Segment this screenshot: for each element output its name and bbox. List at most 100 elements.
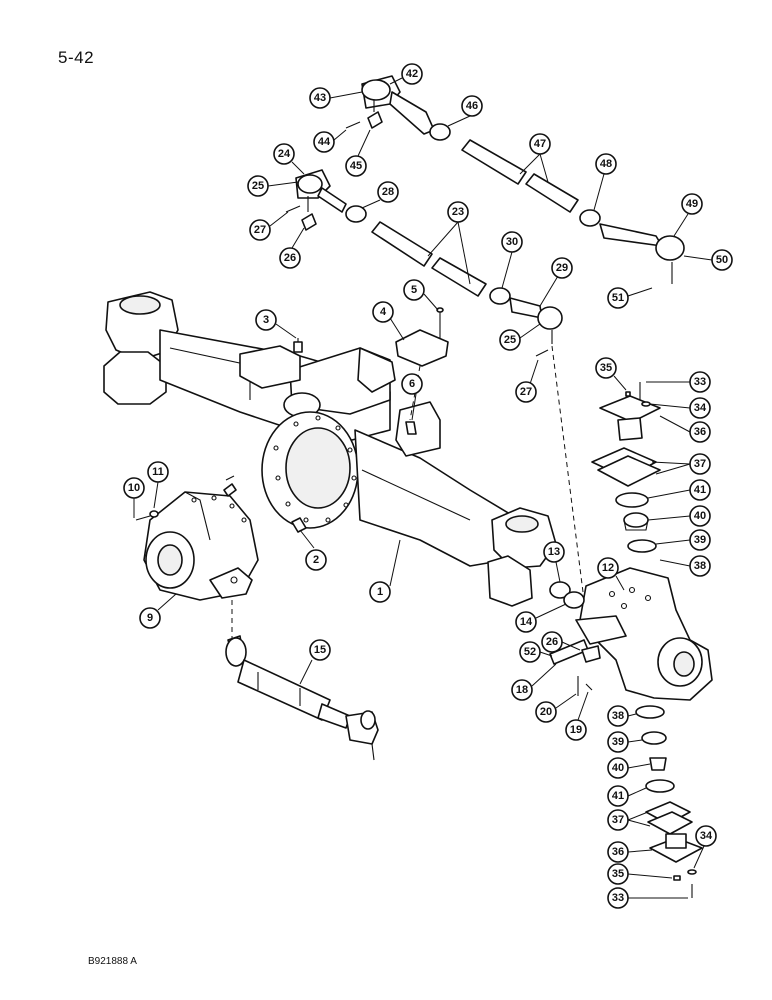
callout-40-upper: 40 (647, 505, 711, 527)
callout-13: 13 (543, 541, 565, 583)
callout-label: 26 (284, 252, 296, 264)
callout-50: 50 (683, 249, 733, 271)
callout-label: 13 (548, 546, 560, 558)
callout-23: 23 (427, 201, 471, 285)
callout-26-upper: 26 (279, 227, 305, 269)
callout-41-lower: 41 (607, 785, 647, 807)
callout-6: 6 (401, 373, 423, 421)
callout-label: 51 (612, 292, 624, 304)
callout-label: 11 (152, 466, 164, 478)
callout-label: 52 (524, 646, 536, 658)
callout-label: 34 (700, 830, 713, 842)
callout-label: 30 (506, 236, 518, 248)
callout-label: 41 (612, 790, 624, 802)
callout-label: 27 (254, 224, 266, 236)
callout-34-lower: 34 (693, 825, 717, 869)
callout-label: 38 (612, 710, 624, 722)
callout-27-upper: 27 (249, 211, 289, 241)
callout-label: 12 (602, 562, 614, 574)
callout-label: 50 (716, 254, 728, 266)
callout-9: 9 (139, 593, 177, 629)
callout-label: 34 (694, 402, 707, 414)
lower-kingpin-stack (635, 705, 703, 898)
callout-15: 15 (299, 639, 331, 685)
steering-cylinder (225, 635, 379, 761)
callout-44: 44 (313, 129, 347, 153)
callout-35-lower: 35 (607, 863, 673, 885)
callout-label: 25 (504, 334, 516, 346)
callout-label: 43 (314, 92, 326, 104)
callout-33-lower: 33 (607, 887, 688, 909)
callout-38-lower: 38 (607, 705, 637, 727)
callout-25-lower: 25 (499, 323, 541, 351)
callout-52: 52 (519, 641, 553, 663)
callout-label: 24 (278, 148, 291, 160)
callout-37-lower: 37 (607, 809, 651, 831)
callout-label: 19 (570, 724, 582, 736)
callout-38-upper: 38 (659, 555, 711, 577)
callout-19: 19 (565, 691, 589, 741)
callout-label: 41 (694, 484, 706, 496)
callout-label: 23 (452, 206, 464, 218)
callout-12: 12 (597, 557, 625, 591)
callout-label: 47 (534, 138, 546, 150)
steering-knuckle (575, 567, 713, 701)
callout-label: 48 (600, 158, 612, 170)
callout-label: 38 (694, 560, 706, 572)
callout-label: 33 (694, 376, 706, 388)
callout-label: 40 (612, 762, 624, 774)
callout-28: 28 (361, 181, 399, 209)
callout-label: 36 (612, 846, 624, 858)
callout-label: 9 (147, 612, 153, 624)
callout-47: 47 (519, 133, 551, 183)
upper-kingpin-stack (591, 382, 661, 553)
callout-18: 18 (511, 663, 557, 701)
callout-30: 30 (501, 231, 523, 289)
callout-label: 4 (380, 306, 387, 318)
callout-label: 44 (318, 136, 331, 148)
callout-label: 33 (612, 892, 624, 904)
callout-3: 3 (255, 309, 297, 339)
callout-36-lower: 36 (607, 841, 653, 863)
callout-label: 46 (466, 100, 478, 112)
callout-label: 26 (546, 636, 558, 648)
page-number: 5-42 (58, 48, 95, 67)
reference-code: B921888 A (88, 956, 137, 967)
callout-45: 45 (345, 129, 371, 177)
hub-assembly (143, 475, 259, 601)
callout-5: 5 (403, 279, 439, 311)
callout-35-upper: 35 (595, 357, 627, 391)
callout-39-lower: 39 (607, 731, 643, 753)
callout-label: 28 (382, 186, 394, 198)
kingpin-parts (549, 581, 601, 696)
callout-label: 1 (377, 586, 383, 598)
callout-46: 46 (447, 95, 483, 127)
callout-34-upper: 34 (649, 397, 711, 419)
callout-14: 14 (515, 603, 567, 633)
callout-label: 35 (600, 362, 612, 374)
callout-label: 10 (128, 482, 140, 494)
callout-label: 49 (686, 198, 698, 210)
callout-29: 29 (539, 257, 573, 307)
callout-26-lower: 26 (541, 631, 581, 653)
callout-37-upper: 37 (651, 453, 711, 475)
callout-label: 5 (411, 284, 417, 296)
callout-label: 14 (520, 616, 533, 628)
callout-label: 39 (694, 534, 706, 546)
callout-label: 25 (252, 180, 264, 192)
callout-label: 18 (516, 684, 528, 696)
callout-label: 29 (556, 262, 568, 274)
callout-10: 10 (123, 477, 145, 518)
callout-42: 42 (389, 63, 423, 85)
callout-27-lower: 27 (515, 359, 539, 403)
callout-4: 4 (372, 301, 405, 341)
callout-20: 20 (535, 693, 577, 723)
callout-label: 39 (612, 736, 624, 748)
small-parts (135, 307, 449, 533)
callout-24: 24 (273, 143, 305, 175)
callout-1: 1 (369, 539, 401, 603)
axle-housing (103, 291, 557, 607)
callout-label: 3 (263, 314, 269, 326)
